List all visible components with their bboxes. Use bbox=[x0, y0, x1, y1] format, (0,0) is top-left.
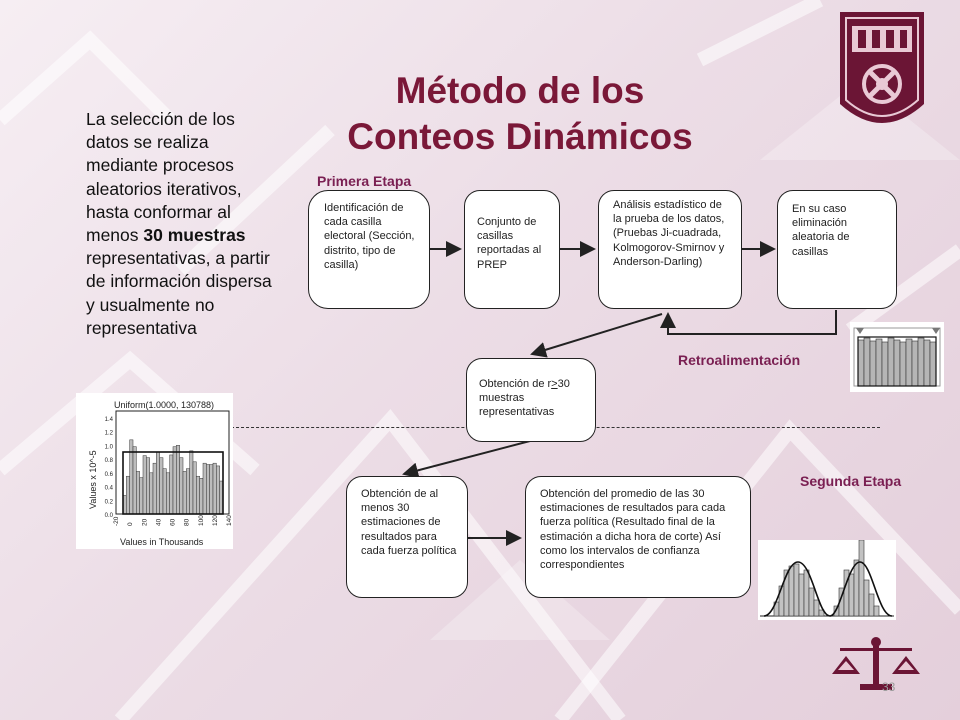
hist-left-bar bbox=[182, 471, 187, 515]
uniform-histogram: Uniform(1.0000, 130788) Values x 10^-5 V… bbox=[76, 393, 233, 549]
hist-left-xtick: 0 bbox=[127, 522, 134, 526]
hist-left-bar bbox=[212, 462, 217, 515]
hist-left-xtick: 100 bbox=[198, 515, 205, 526]
hist-left-bar bbox=[169, 454, 174, 515]
bimodal-histogram-plot bbox=[760, 539, 894, 617]
hist-left-ytick: 1.4 bbox=[105, 417, 114, 423]
hist-left-bar bbox=[136, 471, 140, 515]
box-identificacion: Identificación de cada casilla electoral… bbox=[308, 190, 430, 309]
hist-left-xtick: 60 bbox=[170, 518, 177, 526]
hist-left-xtick: 80 bbox=[184, 518, 191, 526]
hist-left-bar bbox=[159, 457, 164, 515]
hist-left-bar bbox=[199, 478, 204, 515]
hist-left-bar bbox=[186, 468, 190, 515]
hist-left-bar bbox=[189, 450, 194, 515]
hist-left-bar bbox=[209, 464, 214, 515]
hist-left-xtick: 20 bbox=[141, 518, 148, 526]
hist-left-uniform-line bbox=[122, 451, 224, 515]
box-eliminacion: En su caso eliminación aleatoria de casi… bbox=[777, 190, 897, 309]
hist-left-xtick: 140 bbox=[226, 515, 233, 526]
hist-left-bar bbox=[216, 465, 220, 515]
hist-left-bar bbox=[179, 457, 184, 515]
hist-left-xtick: -20 bbox=[113, 516, 120, 526]
hist-left-xlabel: Values in Thousands bbox=[120, 537, 204, 547]
page-number: 33 bbox=[882, 680, 896, 694]
retroalimentacion-label: Retroalimentación bbox=[678, 352, 801, 368]
hist-left-ytick: 1.0 bbox=[105, 444, 114, 450]
segunda-etapa-label: Segunda Etapa bbox=[800, 473, 902, 489]
ipn-logo bbox=[840, 12, 924, 123]
hist-left-bar bbox=[156, 451, 160, 515]
slide-title: Método de los Conteos Dinámicos bbox=[340, 68, 700, 160]
box-conjunto: Conjunto de casillas reportadas al PREP bbox=[464, 190, 560, 309]
hist-left-ytick: 0.4 bbox=[105, 486, 114, 492]
intro-paragraph: La selección de los datos se realiza med… bbox=[86, 108, 282, 340]
intro-bold: 30 muestras bbox=[143, 225, 246, 246]
hist-left-bar bbox=[129, 439, 134, 515]
obtencion-r-prefix: Obtención de r bbox=[479, 378, 552, 390]
intro-text-before: La selección de los datos se realiza med… bbox=[86, 109, 242, 246]
title-line-1: Método de los bbox=[395, 70, 645, 111]
hist-left-bar bbox=[162, 468, 167, 515]
arrow-3-to-r bbox=[530, 313, 663, 358]
primera-etapa-label: Primera Etapa bbox=[317, 173, 412, 189]
bimodal-histogram bbox=[758, 539, 896, 620]
obtencion-r-geq: > bbox=[551, 378, 558, 390]
hist-left-ylabel: Values x 10^-5 bbox=[88, 450, 98, 509]
uniform-histogram-small bbox=[850, 322, 944, 392]
obtencion-r-suffix: 30 muestras representativas bbox=[479, 378, 570, 419]
box-obtencion-30: Obtención de al menos 30 estimaciones de… bbox=[346, 476, 468, 598]
hist-left-bar bbox=[146, 457, 150, 515]
hist-left-bar bbox=[202, 462, 207, 515]
hist-left-ytick: 0.0 bbox=[105, 513, 114, 519]
hist-left-bar bbox=[172, 446, 177, 515]
uniform-histogram-small-plot bbox=[853, 327, 941, 387]
hist-left-bar bbox=[196, 475, 200, 515]
box-analisis: Análisis estadístico de la prueba de los… bbox=[598, 190, 742, 309]
arrow-r-to-30 bbox=[402, 440, 531, 479]
hist-left-bar bbox=[152, 462, 157, 515]
hist-left-ytick: 0.8 bbox=[105, 458, 114, 464]
intro-text-after: representativas, a partir de información… bbox=[86, 248, 272, 338]
feedback-arrow bbox=[660, 310, 837, 335]
uniform-histogram-plot: Uniform(1.0000, 130788) Values x 10^-5 V… bbox=[88, 400, 233, 547]
hist-left-bar bbox=[192, 461, 197, 515]
hist-left-bar bbox=[176, 445, 180, 515]
hist-left-bar bbox=[166, 472, 170, 515]
hist-left-bar bbox=[139, 477, 144, 515]
box-promedio: Obtención del promedio de las 30 estimac… bbox=[525, 476, 751, 598]
hist-left-bar bbox=[206, 464, 210, 515]
hist-left-bar bbox=[149, 472, 154, 515]
balance-scale-icon bbox=[832, 637, 920, 690]
box-obtencion-r: Obtención de r>30 muestras representativ… bbox=[466, 358, 596, 442]
hist-left-bar bbox=[142, 455, 147, 515]
hist-left-bar bbox=[126, 475, 130, 515]
hist-left-bar bbox=[132, 446, 137, 515]
hist-left-xtick: 120 bbox=[212, 515, 219, 526]
hist-left-ytick: 1.2 bbox=[105, 431, 114, 437]
hist-left-xtick: 40 bbox=[155, 518, 162, 526]
hist-left-title: Uniform(1.0000, 130788) bbox=[114, 400, 214, 410]
title-line-2: Conteos Dinámicos bbox=[347, 116, 693, 157]
hist-left-ytick: 0.6 bbox=[105, 472, 114, 478]
hist-left-ytick: 0.2 bbox=[105, 499, 114, 505]
